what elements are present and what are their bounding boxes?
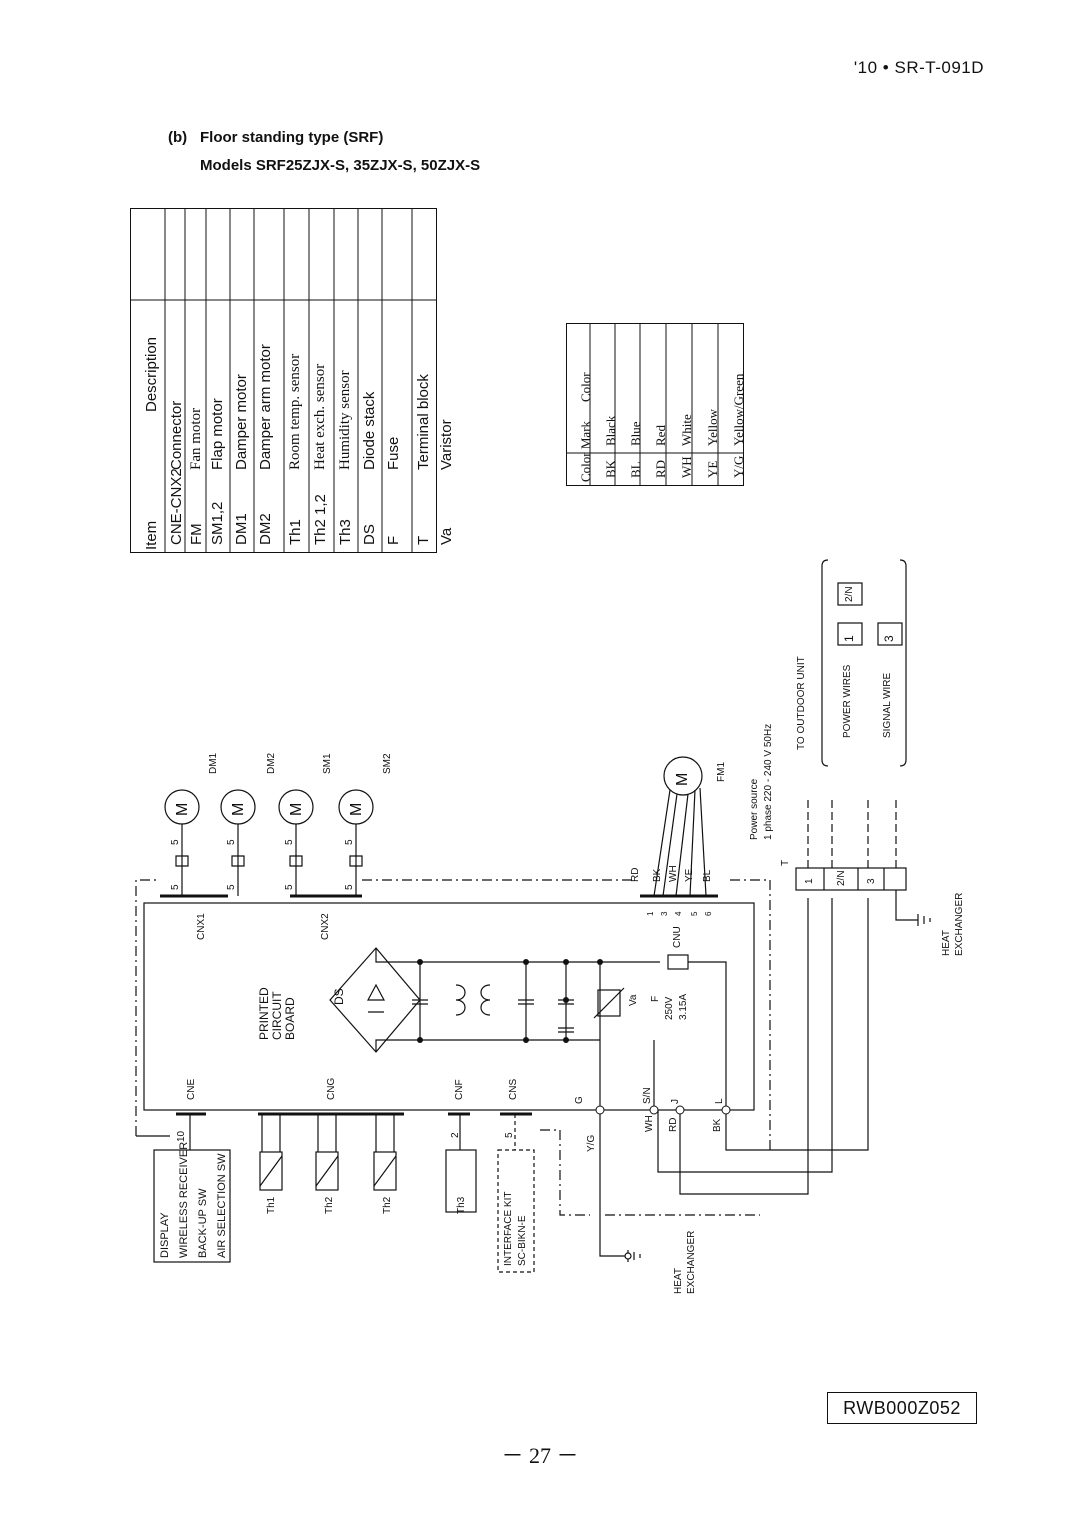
interface-kit-line: SC-BIKN-E <box>517 1215 528 1266</box>
motor-symbol: M <box>230 802 247 816</box>
section-heading: (b) Floor standing type (SRF) <box>168 129 383 146</box>
fuse-label: F <box>650 995 661 1002</box>
heat-exchanger-bottom: HEAT EXCHANGER <box>672 1231 698 1294</box>
motor-label: SM1 <box>322 753 333 774</box>
terminal-mark-l: L <box>714 1098 725 1104</box>
motor-symbol: M <box>288 802 305 816</box>
pcb-outline <box>143 902 755 1111</box>
cns-count: 5 <box>504 1132 515 1138</box>
wire-count: 5 <box>226 884 237 890</box>
cnu-wire: BK <box>652 868 663 882</box>
terminal-mark-sn: S/N <box>642 1087 653 1104</box>
sensor-label: Th2 <box>382 1196 393 1214</box>
wire-count: 5 <box>170 839 181 845</box>
terminal-number: 2/N <box>836 870 847 886</box>
outdoor-terminal: 1 <box>842 635 856 642</box>
outdoor-terminal: 2/N <box>844 586 855 602</box>
color-table-grid <box>566 323 744 486</box>
outdoor-terminal: 3 <box>882 635 896 642</box>
power-source-line: Power source <box>749 778 760 840</box>
outdoor-title: TO OUTDOOR UNIT <box>796 656 807 750</box>
heat-exchanger-line: HEAT <box>673 1268 684 1294</box>
power-source: Power source 1 phase 220 - 240 V 50Hz <box>748 724 776 840</box>
section-title: Floor standing type (SRF) <box>200 129 384 146</box>
wire-count: 5 <box>226 839 237 845</box>
wire-count: 5 <box>344 884 355 890</box>
display-line: BACK-UP SW <box>197 1188 209 1258</box>
heat-exchanger-line: EXCHANGER <box>954 892 965 956</box>
bottom-wire: WH <box>644 1115 655 1132</box>
wire-count: 5 <box>284 884 295 890</box>
cnu-pin: 6 <box>704 911 713 916</box>
cnu-pin: 4 <box>674 911 683 916</box>
display-line: DISPLAY <box>159 1212 171 1258</box>
wire-count: 5 <box>344 839 355 845</box>
models-line: Models SRF25ZJX-S, 35ZJX-S, 50ZJX-S <box>200 157 481 174</box>
connector-cnu: CNU <box>672 926 683 948</box>
cnu-pin: 5 <box>690 911 699 916</box>
cnu-pin: 3 <box>660 911 669 916</box>
section-label: (b) <box>168 129 188 146</box>
motor-label: SM2 <box>382 753 393 774</box>
cnu-wire: WH <box>668 865 679 882</box>
page-number: － 27 － <box>501 1443 579 1468</box>
outdoor-signal-wire: SIGNAL WIRE <box>882 672 893 738</box>
sensor-label: Th3 <box>456 1196 467 1214</box>
cnu-pin: 1 <box>646 911 655 916</box>
fan-motor-symbol: M <box>674 772 691 786</box>
outdoor-power-wires: POWER WIRES <box>842 664 853 738</box>
cnu-wire: BL <box>702 869 713 882</box>
motor-symbol: M <box>348 802 365 816</box>
connector-cng: CNG <box>326 1077 337 1100</box>
display-box-text: DISPLAY WIRELESS RECEIVER BACK-UP SW AIR… <box>156 1142 232 1258</box>
fuse-current: 3.15A <box>678 993 689 1020</box>
cnu-wire: RD <box>630 867 641 882</box>
display-line: AIR SELECTION SW <box>216 1153 228 1258</box>
wire-count: 5 <box>170 884 181 890</box>
pcb-label: PRINTED CIRCUIT BOARD <box>257 987 297 1040</box>
motor-symbol: M <box>174 802 191 816</box>
connector-cnx2: CNX2 <box>320 913 331 940</box>
terminal-number: 1 <box>804 878 815 884</box>
document-id: '10 • SR-T-091D <box>853 58 984 77</box>
power-source-line: 1 phase 220 - 240 V 50Hz <box>763 723 774 840</box>
heat-exchanger-line: HEAT <box>941 930 952 956</box>
varistor-label: Va <box>628 994 639 1007</box>
pcb-label-line: BOARD <box>283 997 297 1040</box>
cne-count: 10 <box>176 1130 187 1142</box>
interface-kit-line: INTERFACE KIT <box>503 1191 514 1266</box>
terminal-number: 3 <box>866 878 877 884</box>
connector-cnf: CNF <box>454 1079 465 1100</box>
terminal-mark-g: G <box>574 1096 585 1104</box>
motor-label: DM2 <box>266 752 277 774</box>
document-code: RWB000Z052 <box>827 1392 977 1424</box>
connector-cns: CNS <box>508 1078 519 1100</box>
heat-exchanger-right: HEAT EXCHANGER <box>940 893 966 956</box>
terminal-mark-j: J <box>670 1099 681 1104</box>
sensor-label: Th2 <box>324 1196 335 1214</box>
sensor-label: Th1 <box>266 1196 277 1214</box>
motor-label: DM1 <box>208 752 219 774</box>
bottom-wire: Y/G <box>586 1134 597 1152</box>
parts-table-grid <box>130 208 437 553</box>
connector-cne: CNE <box>186 1078 197 1100</box>
cnf-count: 2 <box>450 1132 461 1138</box>
wire-count: 5 <box>284 839 295 845</box>
bottom-wire: RD <box>668 1117 679 1132</box>
interface-kit-text: INTERFACE KIT SC-BIKN-E <box>502 1192 530 1266</box>
cnu-wire: YE <box>684 868 695 882</box>
display-line: WIRELESS RECEIVER <box>178 1141 190 1258</box>
connector-cnx1: CNX1 <box>196 913 207 940</box>
fuse-voltage: 250V <box>664 996 675 1020</box>
diode-stack-label: DS <box>332 988 346 1005</box>
heat-exchanger-line: EXCHANGER <box>686 1230 697 1294</box>
fan-motor-label: FM1 <box>716 762 727 782</box>
terminal-block-label: T <box>780 859 791 866</box>
bottom-wire: BK <box>712 1118 723 1132</box>
